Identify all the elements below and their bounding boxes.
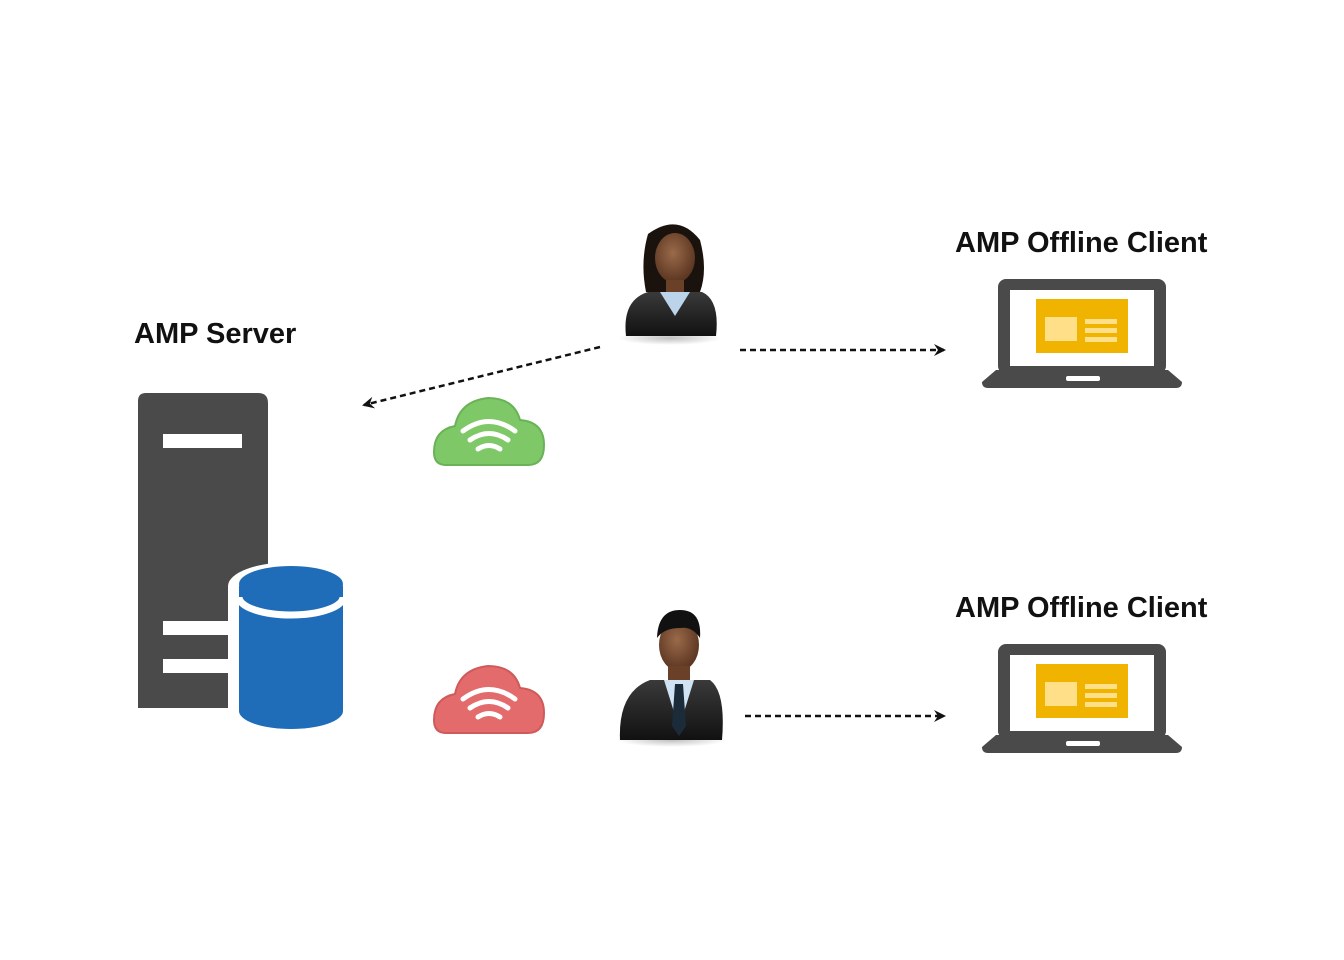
server-slot-bottom: [163, 659, 235, 673]
client-label-bottom: AMP Offline Client: [955, 592, 1208, 624]
male-tie: [672, 684, 686, 736]
male-user-icon: [617, 610, 727, 747]
database-rim: [235, 596, 347, 619]
server-label: AMP Server: [134, 318, 297, 350]
client-label-top: AMP Offline Client: [955, 227, 1208, 259]
female-suit: [625, 292, 717, 336]
server-slot-top: [163, 434, 242, 448]
male-hair: [657, 610, 701, 638]
female-user-icon: [618, 224, 722, 345]
male-face: [659, 619, 699, 671]
male-suit: [619, 680, 723, 740]
laptop-icon: [982, 644, 1182, 753]
female-blouse: [660, 292, 690, 316]
database-body: [239, 586, 343, 729]
server-slot-mid: [163, 621, 235, 635]
server-database-icon: [138, 393, 356, 736]
database-top: [239, 566, 343, 602]
cloud-wifi-online-icon: [432, 396, 546, 466]
laptop-icon: [982, 279, 1182, 388]
cloud-wifi-offline-icon: [432, 664, 546, 734]
sync-arrow-to-server: [362, 345, 601, 409]
female-face: [655, 233, 695, 283]
